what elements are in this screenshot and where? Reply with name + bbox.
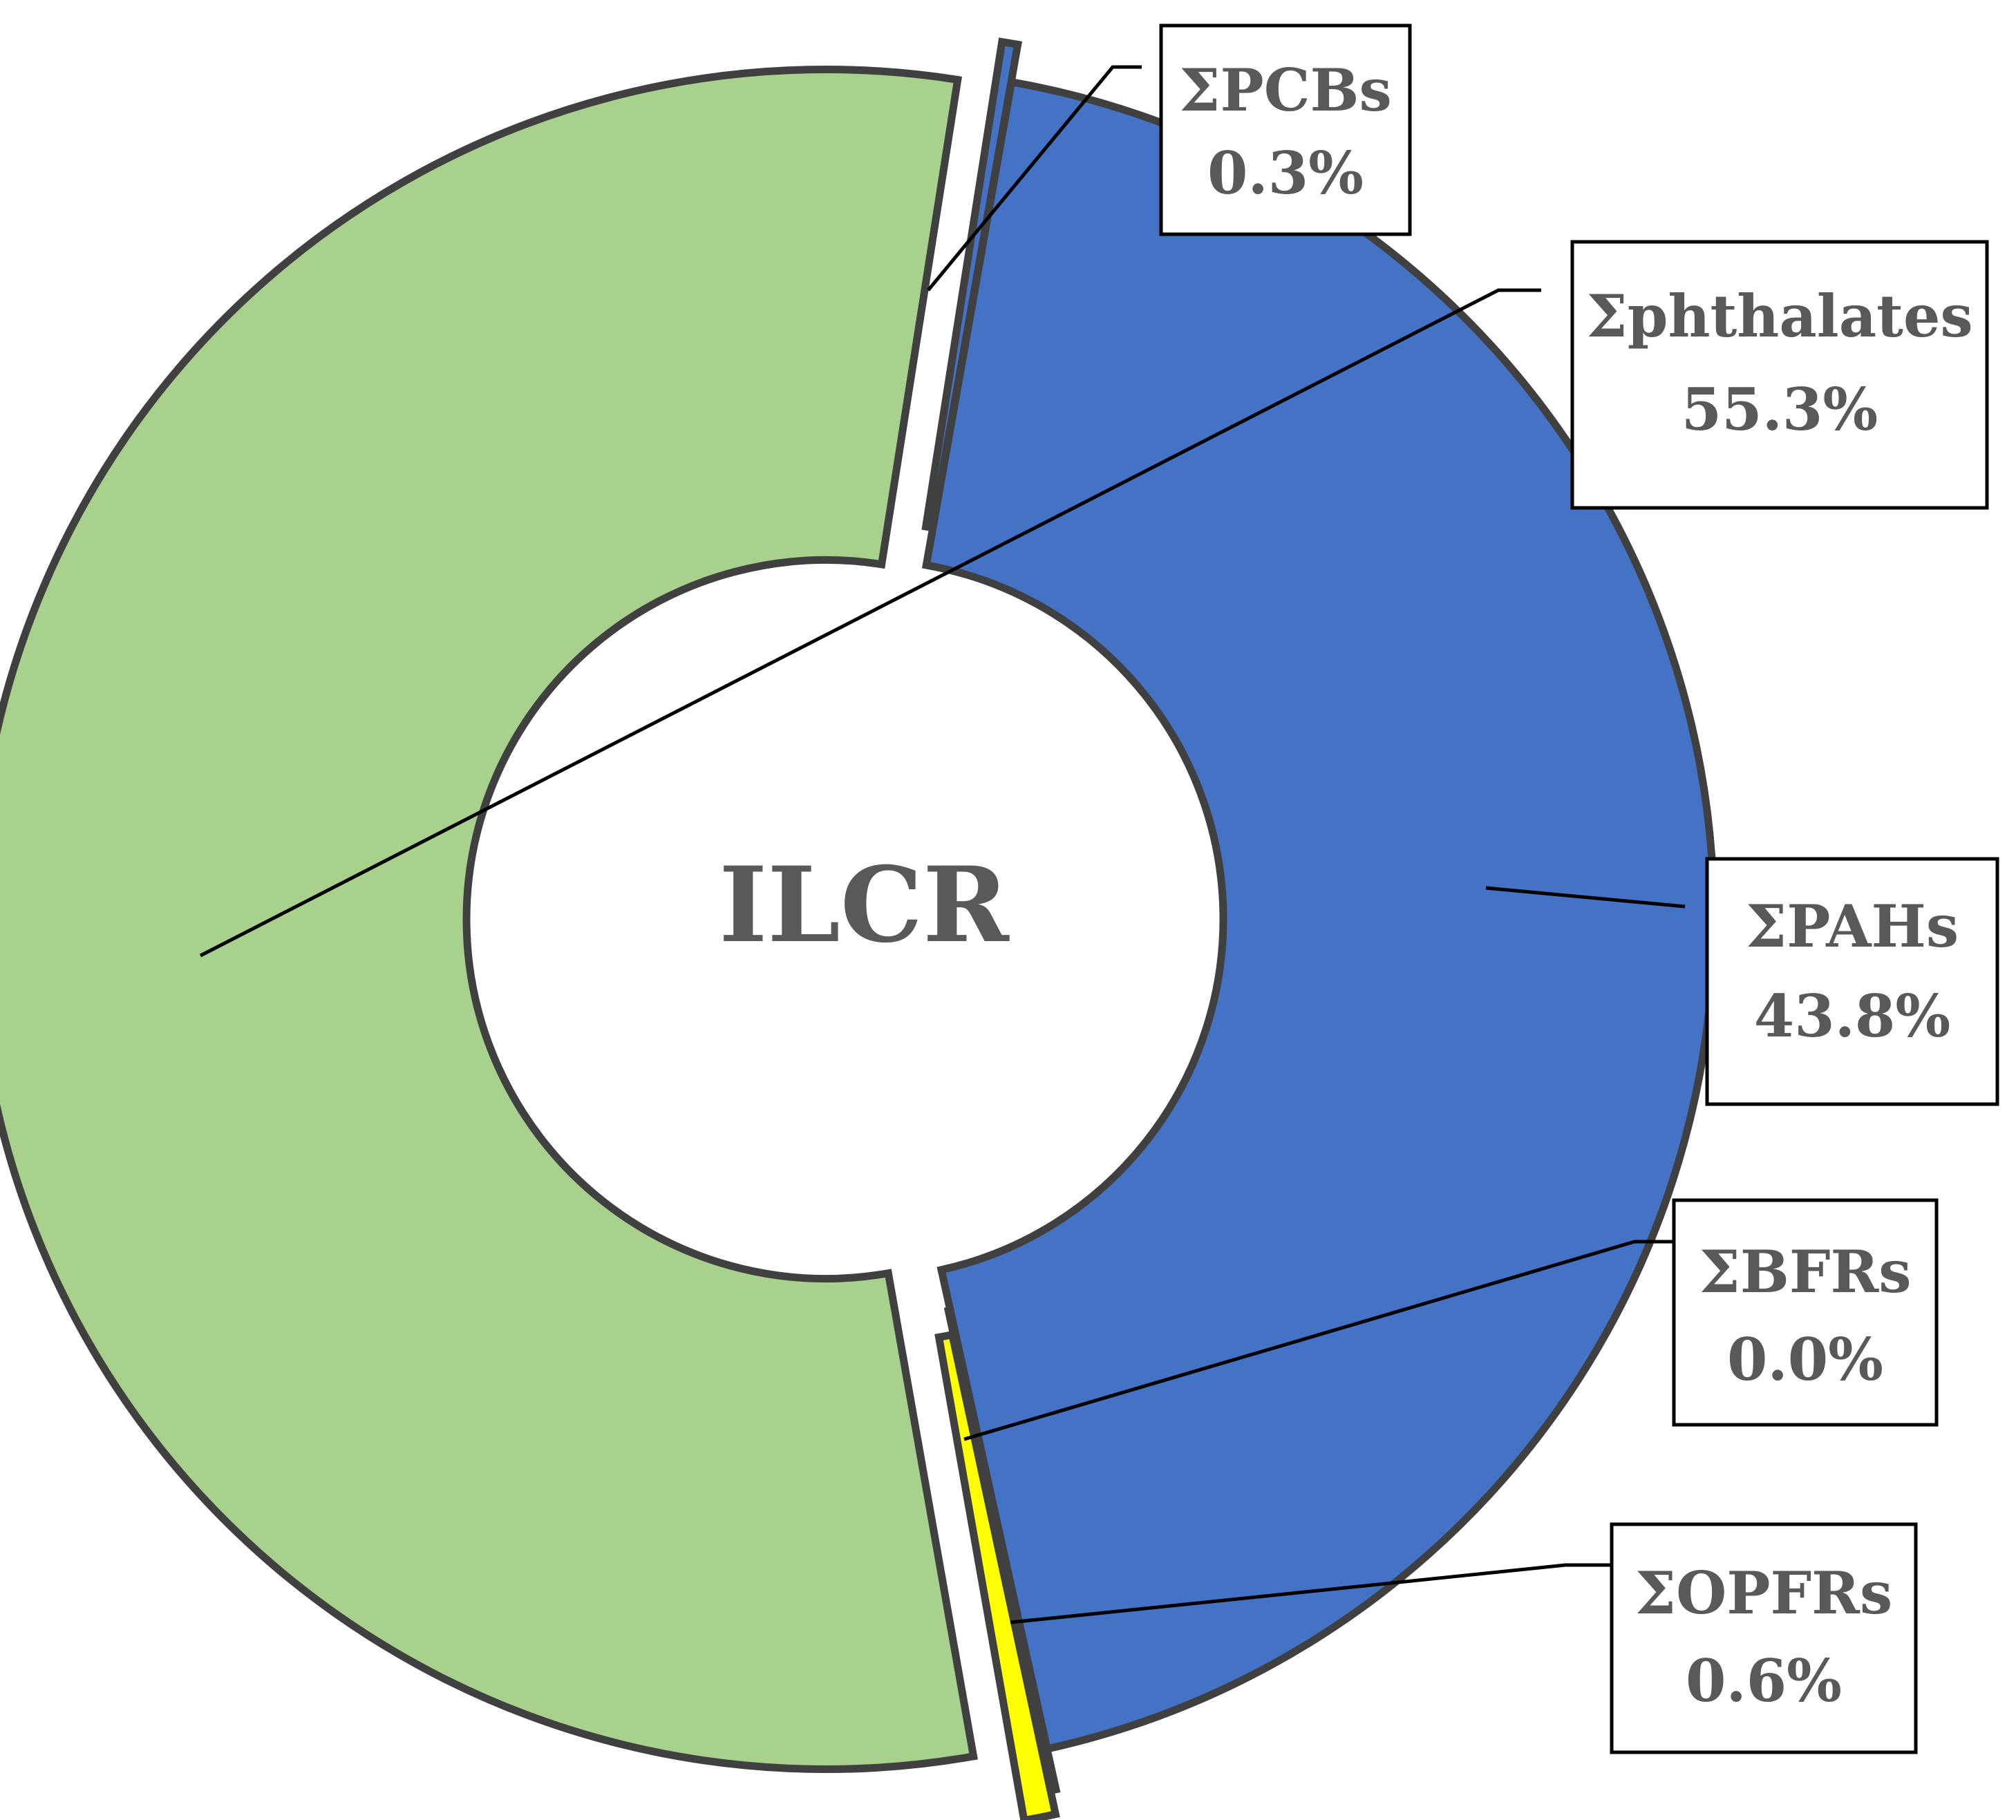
leader-lines-layer bbox=[199, 65, 1686, 1624]
slice-value-pahs: 43.8% bbox=[1754, 982, 1950, 1050]
slices-layer bbox=[0, 37, 1718, 1820]
label-box-pcbs bbox=[1159, 23, 1412, 236]
label-box-pahs bbox=[1705, 857, 1999, 1106]
slice-pahs bbox=[921, 77, 1718, 1754]
slice-label-pahs: ΣPAHs bbox=[1746, 892, 1959, 960]
slice-value-pcbs: 0.3% bbox=[1207, 139, 1364, 207]
slice-label-opfrs: ΣOPFRs bbox=[1635, 1559, 1892, 1627]
slice-value-opfrs: 0.6% bbox=[1686, 1647, 1842, 1715]
slice-value-phthalates: 55.3% bbox=[1681, 375, 1878, 444]
slice-phthalates bbox=[0, 66, 978, 1773]
leader-line-pcbs bbox=[927, 65, 1142, 292]
label-box-phthalates bbox=[1570, 240, 1989, 510]
leader-line-bfrs bbox=[963, 1240, 1674, 1441]
labels-layer: ΣPAHs 43.8% ΣBFRs 0.0% ΣOPFRs 0.6% Σphthalates… bbox=[1159, 23, 1999, 1754]
slice-label-phthalates: Σphthalates bbox=[1586, 282, 1972, 350]
slice-opfrs bbox=[934, 1330, 1060, 1820]
leader-line-pahs bbox=[1485, 886, 1686, 909]
leader-line-opfrs bbox=[1010, 1563, 1612, 1624]
center-label: ILCR bbox=[719, 844, 1010, 966]
slice-label-bfrs: ΣBFRs bbox=[1699, 1238, 1911, 1306]
label-box-opfrs bbox=[1610, 1522, 1918, 1754]
slice-pcbs bbox=[921, 37, 1023, 533]
slice-value-bfrs: 0.0% bbox=[1727, 1325, 1883, 1394]
slice-label-pcbs: ΣPCBs bbox=[1179, 56, 1392, 124]
leader-line-phthalates bbox=[199, 288, 1541, 958]
label-box-bfrs bbox=[1672, 1198, 1939, 1427]
